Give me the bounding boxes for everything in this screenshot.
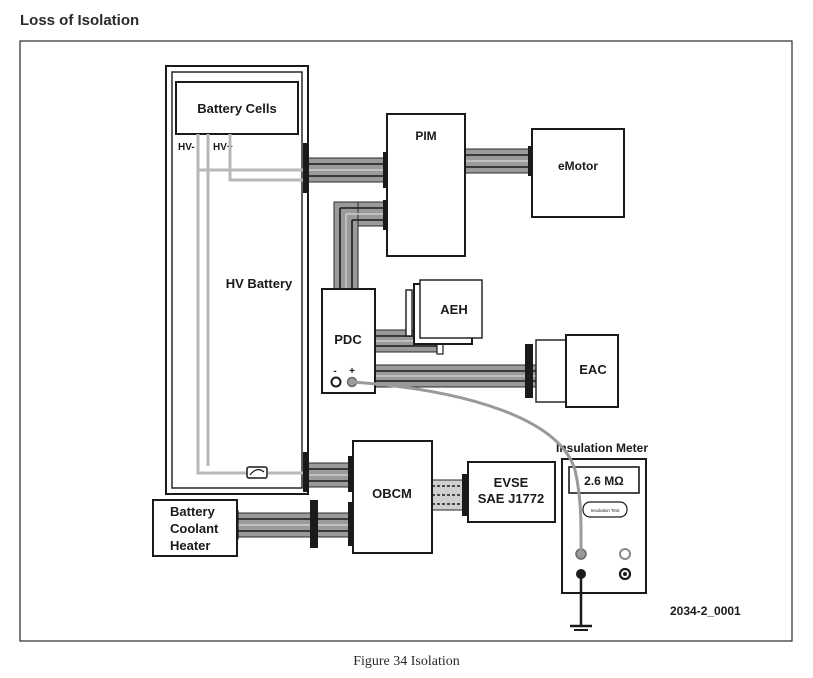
cable-battery-obcm [303,452,355,492]
cable-battery-pim [303,143,389,193]
page-heading: Loss of Isolation [20,12,140,29]
pdc-box: PDC - + [321,288,376,394]
figure-caption: Figure 34 Isolation [353,654,460,669]
emotor-box: eMotor [531,128,625,218]
meter-display [568,466,640,494]
pdc-plus-label: + [349,366,355,377]
obcm-box: OBCM [352,440,433,554]
eac-box: EAC [535,334,619,408]
battery-cells-label: Battery Cells [197,101,276,116]
emotor-label: eMotor [558,159,598,173]
hv-minus-label: HV- [178,142,195,153]
heater-label-line3: Heater [170,538,210,553]
insulation-meter-title: Insulation Meter [556,441,648,455]
pdc-minus-label: - [333,366,336,377]
meter-test-lead [351,380,583,551]
meter-reading: 2.6 MΩ [584,474,624,488]
insulation-test-label: Insulation Test [591,508,620,513]
heater-label-line2: Coolant [170,521,219,536]
aeh-box: AEH [405,279,483,345]
evse-label-line1: EVSE [494,475,529,490]
heater-label-line1: Battery [170,504,216,519]
fuse-icon [246,466,268,479]
pim-label: PIM [415,129,436,143]
hv-battery: Battery Cells HV- HV+ HV Battery [165,65,309,495]
evse-box: EVSE SAE J1772 [467,461,556,523]
figure-id: 2034-2_0001 [670,604,741,618]
cable-pim-pdc [333,200,389,297]
insulation-meter: Insulation Meter 2.6 MΩ Insulation Test [556,441,648,594]
insulation-test-button[interactable] [582,501,628,518]
aeh-label: AEH [440,302,467,317]
meter-positive-jack[interactable] [575,548,587,560]
evse-label-line2: SAE J1772 [478,491,545,506]
ground-symbol [570,574,592,631]
cable-heater-obcm [231,500,355,548]
pdc-minus-terminal[interactable] [330,376,342,388]
eac-label: EAC [579,362,607,377]
pdc-label: PDC [334,332,362,347]
hv-battery-label: HV Battery [226,276,293,291]
battery-coolant-heater-box: Battery Coolant Heater [152,499,238,557]
pim-box: PIM [386,113,466,257]
cable-pim-emotor [456,143,534,183]
battery-cells-box [175,81,299,135]
cable-obcm-evse [431,474,468,516]
figure-frame [19,40,793,642]
meter-positive-jack-2[interactable] [619,548,631,560]
hv-plus-label: HV+ [213,142,233,153]
obcm-label: OBCM [372,486,412,501]
